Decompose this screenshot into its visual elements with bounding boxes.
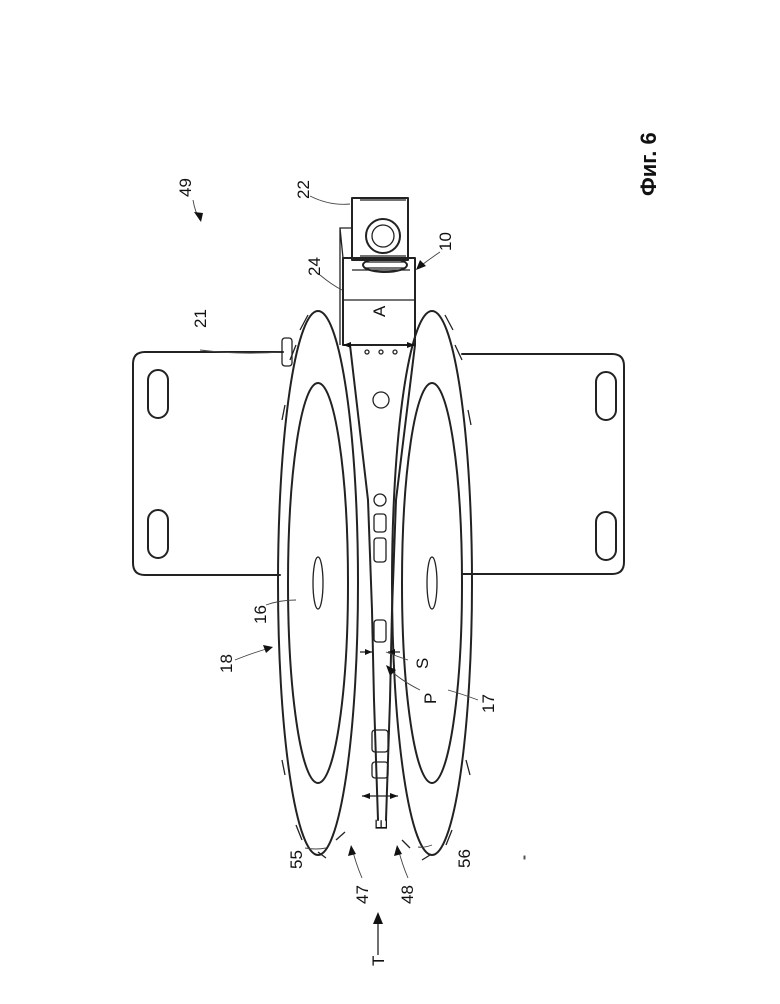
ref-55: 55	[287, 850, 306, 869]
ref-56: 56	[455, 849, 474, 868]
ref-p: P	[421, 693, 440, 704]
reference-labels: 49 22 10 24 A 21 18 16 S P 17 55 E 56 47…	[176, 178, 498, 966]
mounting-plate	[133, 338, 624, 575]
ref-22: 22	[294, 180, 313, 199]
ref-t: T	[369, 956, 388, 966]
ref-18: 18	[217, 654, 236, 673]
ref-17: 17	[479, 694, 498, 713]
ref-s: S	[413, 658, 432, 669]
dimension-a	[343, 342, 415, 348]
ref-e: E	[372, 819, 391, 830]
ref-16: 16	[251, 605, 270, 624]
disk-17	[392, 311, 472, 860]
sensor-housing	[352, 198, 408, 272]
figure-label: Фиг. 6	[636, 132, 661, 196]
ref-24: 24	[305, 257, 324, 276]
ref-10: 10	[436, 232, 455, 251]
dimension-s	[360, 649, 400, 655]
ref-48: 48	[398, 885, 417, 904]
ref-47: 47	[353, 885, 372, 904]
dimension-e	[362, 793, 398, 799]
ref-21: 21	[191, 309, 210, 328]
ref-49: 49	[176, 178, 195, 197]
ref-a: A	[370, 305, 389, 317]
disk-16	[278, 311, 358, 858]
